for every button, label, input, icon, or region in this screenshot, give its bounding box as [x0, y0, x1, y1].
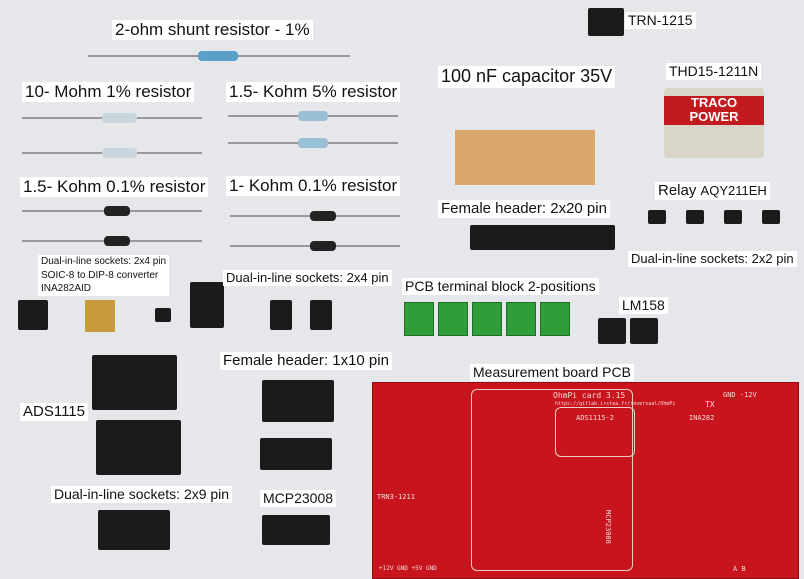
terminal-block	[472, 302, 502, 336]
label-dil2x4-a: Dual-in-line sockets: 2x4 pin	[41, 256, 167, 267]
terminal-block	[404, 302, 434, 336]
terminal-block	[540, 302, 570, 336]
pcb-silk-ab: A B	[733, 565, 746, 573]
pcb-silk-tx: TX	[705, 400, 715, 409]
mcp23008-chip	[260, 438, 332, 470]
traco-logo-text: TRACO	[690, 95, 738, 110]
label-dil2x2: Dual-in-line sockets: 2x2 pin	[628, 251, 797, 267]
capacitor-tape	[455, 130, 595, 185]
relay-text: Relay	[658, 182, 697, 199]
dip-socket-2x9	[98, 510, 170, 550]
label-ina: INA282AID	[41, 283, 92, 294]
label-fh1x10: Female header: 1x10 pin	[220, 352, 392, 370]
label-capacitor: 100 nF capacitor 35V	[438, 66, 616, 88]
1.5kohm-01-resistor	[22, 236, 202, 246]
label-1.5kohm-5: 1.5- Kohm 5% resistor	[226, 82, 401, 103]
trn-1215-converter	[588, 8, 624, 36]
pcb-silk-power: +12V GND +5V GND	[379, 565, 437, 572]
10mohm-resistor	[22, 148, 202, 158]
soic-converter	[85, 300, 115, 332]
label-lm158: LM158	[619, 297, 668, 314]
10mohm-resistor	[22, 113, 202, 123]
1kohm-resistor	[230, 211, 400, 221]
pcb-silk-trn: TRN3-1211	[377, 493, 415, 501]
1.5kohm-01-resistor	[22, 206, 202, 216]
relay	[762, 210, 780, 224]
1.5kohm-5-resistor	[228, 138, 398, 148]
relay	[686, 210, 704, 224]
pcb-silk-title: OhmPi card 3.15	[553, 391, 626, 400]
pcb-silk-ina: INA282	[689, 414, 715, 422]
pcb-silk-gnd12: GND -12V	[723, 391, 757, 399]
label-dil2x9: Dual-in-line sockets: 2x9 pin	[51, 486, 233, 503]
measurement-board-pcb: OhmPi card 3.15 https://gitlab.irstea.fr…	[372, 382, 799, 579]
female-header-2x20	[470, 225, 615, 250]
label-1.5kohm-01: 1.5- Kohm 0.1% resistor	[20, 177, 209, 198]
1.5kohm-5-resistor	[228, 111, 398, 121]
label-10mohm: 10- Mohm 1% resistor	[22, 82, 195, 103]
label-ads: ADS1115	[20, 403, 88, 421]
lm158-chip	[630, 318, 658, 344]
terminal-block	[506, 302, 536, 336]
label-pcb: Measurement board PCB	[470, 364, 634, 381]
connector	[190, 282, 224, 328]
label-terminal: PCB terminal block 2-positions	[402, 278, 599, 295]
traco-logo-text: POWER	[689, 109, 739, 125]
pcb-silk-mcp: MCP23008	[603, 510, 612, 544]
ads1115-board	[92, 355, 177, 410]
label-1kohm: 1- Kohm 0.1% resistor	[226, 176, 401, 197]
ina282-chip	[155, 308, 171, 322]
dip-socket-2x4	[310, 300, 332, 330]
female-header-1x10	[262, 380, 334, 422]
mcp23008-ic	[262, 515, 330, 545]
relay	[648, 210, 666, 224]
label-shunt: 2-ohm shunt resistor - 1%	[112, 20, 313, 41]
shunt-resistor	[88, 51, 350, 61]
relay-part-text: AQY211EH	[700, 183, 767, 198]
label-small-parts: Dual-in-line sockets: 2x4 pin SOIC-8 to …	[38, 255, 170, 296]
label-fh2x20: Female header: 2x20 pin	[438, 200, 610, 218]
1kohm-resistor	[230, 241, 400, 251]
label-trn: TRN-1215	[625, 12, 696, 29]
relay	[724, 210, 742, 224]
dip-socket-2x4	[18, 300, 48, 330]
label-relay: Relay AQY211EH	[655, 182, 770, 200]
lm158-chip	[598, 318, 626, 344]
pcb-silk-url: https://gitlab.irstea.fr/reversaal/OhmPi	[555, 401, 676, 407]
label-thd: THD15-1211N	[666, 63, 762, 80]
terminal-block	[438, 302, 468, 336]
label-mcp: MCP23008	[260, 490, 337, 507]
label-dil2x4-b: Dual-in-line sockets: 2x4 pin	[223, 270, 392, 286]
pcb-silk-ads: ADS1115-2	[576, 414, 614, 422]
ads1115-board	[96, 420, 181, 475]
label-soic: SOIC-8 to DIP-8 converter	[41, 269, 159, 281]
dip-socket-2x4	[270, 300, 292, 330]
